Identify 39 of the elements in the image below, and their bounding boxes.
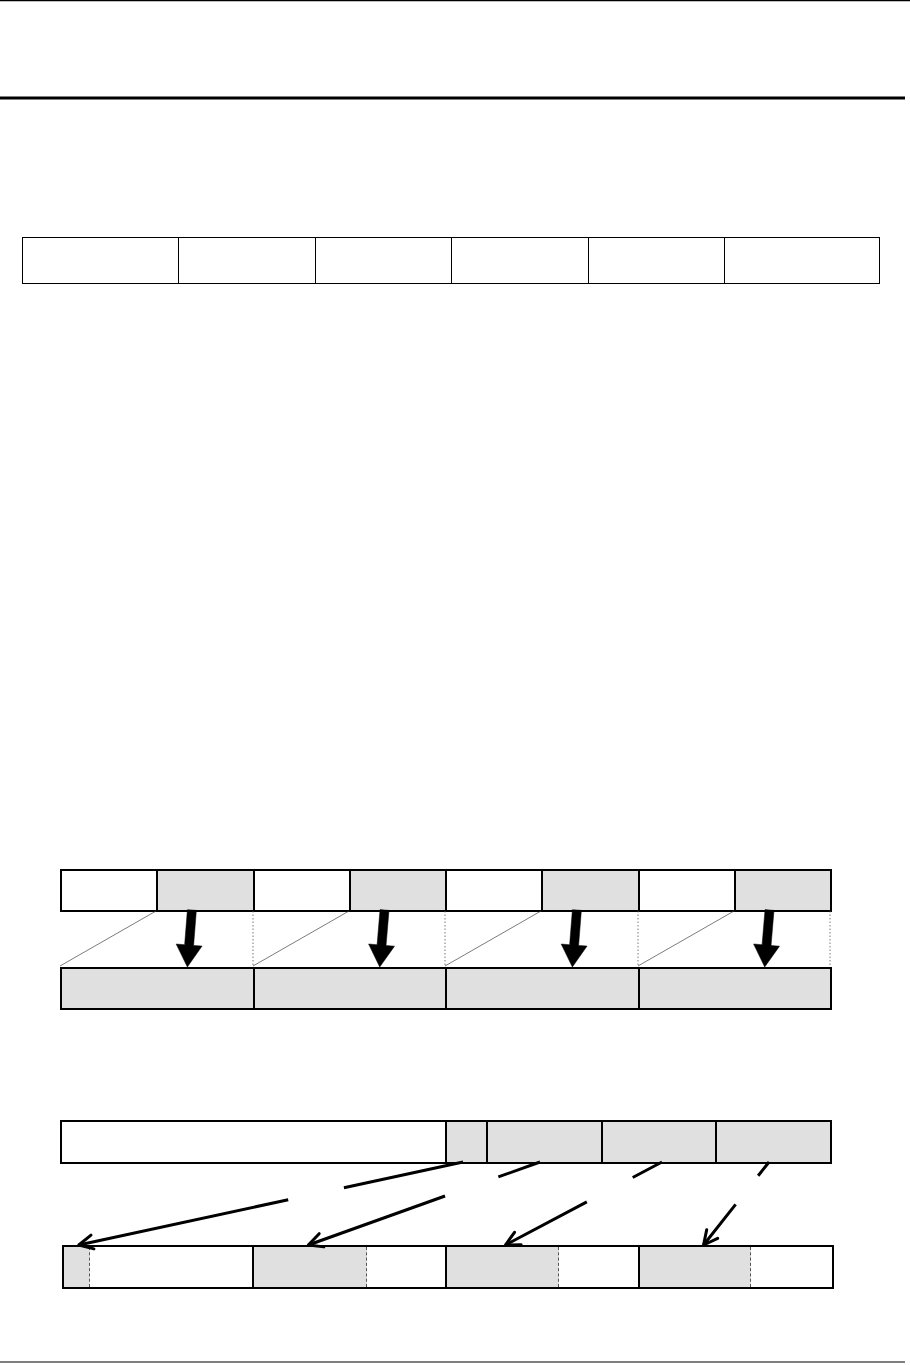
field-cell <box>315 237 453 285</box>
field-cell <box>588 237 726 285</box>
expanded-block <box>60 967 255 1010</box>
arrow <box>503 1160 663 1247</box>
arrow <box>753 909 780 968</box>
highlighted-field-cell <box>486 1120 603 1164</box>
field-cell <box>451 237 590 285</box>
highlighted-field-cell <box>601 1120 717 1164</box>
field-cell <box>253 869 351 912</box>
field-cell <box>638 869 736 912</box>
arrow <box>702 1161 771 1247</box>
field-cell <box>60 1120 447 1164</box>
field-cell <box>724 237 881 285</box>
arrow <box>368 909 395 968</box>
highlighted-field-cell <box>734 869 832 912</box>
highlighted-field-cell <box>445 1120 488 1164</box>
expanded-block <box>253 967 447 1010</box>
highlighted-segment-part <box>64 1247 90 1287</box>
highlighted-field-cell <box>541 869 640 912</box>
arrow <box>306 1160 541 1249</box>
field-cell <box>445 869 543 912</box>
segment-cell <box>252 1245 447 1289</box>
field-cell <box>22 237 180 285</box>
highlighted-field-cell <box>715 1120 832 1164</box>
field-cell <box>178 237 317 285</box>
segment-cell <box>445 1245 640 1289</box>
arrow <box>560 909 588 968</box>
highlighted-segment-part <box>254 1247 367 1287</box>
expanded-block <box>638 967 832 1010</box>
segment-cell <box>638 1245 834 1289</box>
segment-cell <box>62 1245 254 1289</box>
highlighted-segment-part <box>640 1247 751 1287</box>
arrow <box>175 909 203 968</box>
highlighted-segment-part <box>447 1247 559 1287</box>
highlighted-field-cell <box>349 869 447 912</box>
field-cell <box>60 869 158 912</box>
arrow <box>77 1160 464 1251</box>
highlighted-field-cell <box>156 869 255 912</box>
expanded-block <box>445 967 640 1010</box>
